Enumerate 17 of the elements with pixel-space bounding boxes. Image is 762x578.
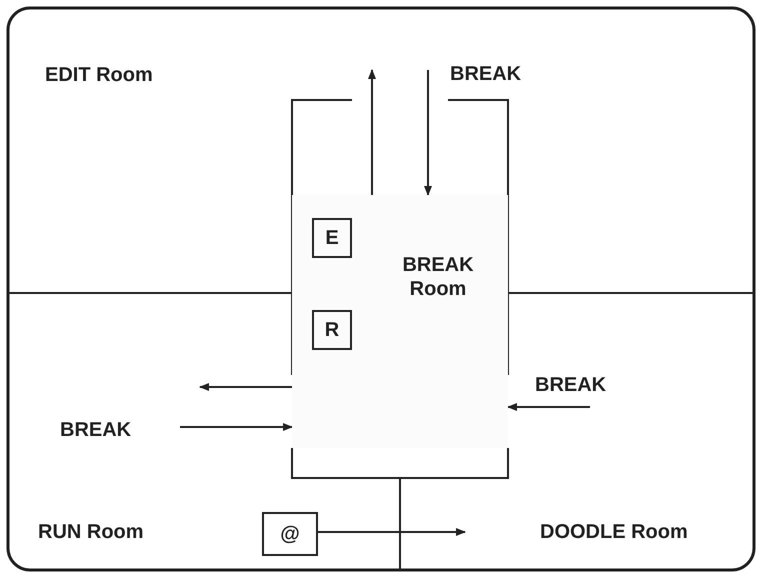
arrow bbox=[507, 403, 590, 411]
arrow bbox=[368, 69, 376, 195]
room-label: RUN Room bbox=[38, 520, 144, 544]
arrow bbox=[199, 383, 292, 391]
corridor-area bbox=[292, 195, 508, 448]
arrow bbox=[180, 423, 293, 431]
letter-box: R bbox=[312, 310, 352, 350]
room-label: DOODLE Room bbox=[540, 520, 688, 544]
letter-box: E bbox=[312, 218, 352, 258]
edge-label: BREAK bbox=[450, 62, 522, 86]
letter-box: @ bbox=[262, 512, 318, 556]
edge-label: BREAK bbox=[535, 373, 606, 397]
room-label: EDIT Room bbox=[45, 63, 153, 87]
arrow bbox=[318, 528, 466, 536]
edge-label: BREAK bbox=[60, 418, 132, 442]
arrow bbox=[424, 70, 432, 196]
room-label: BREAK Room bbox=[401, 253, 475, 301]
